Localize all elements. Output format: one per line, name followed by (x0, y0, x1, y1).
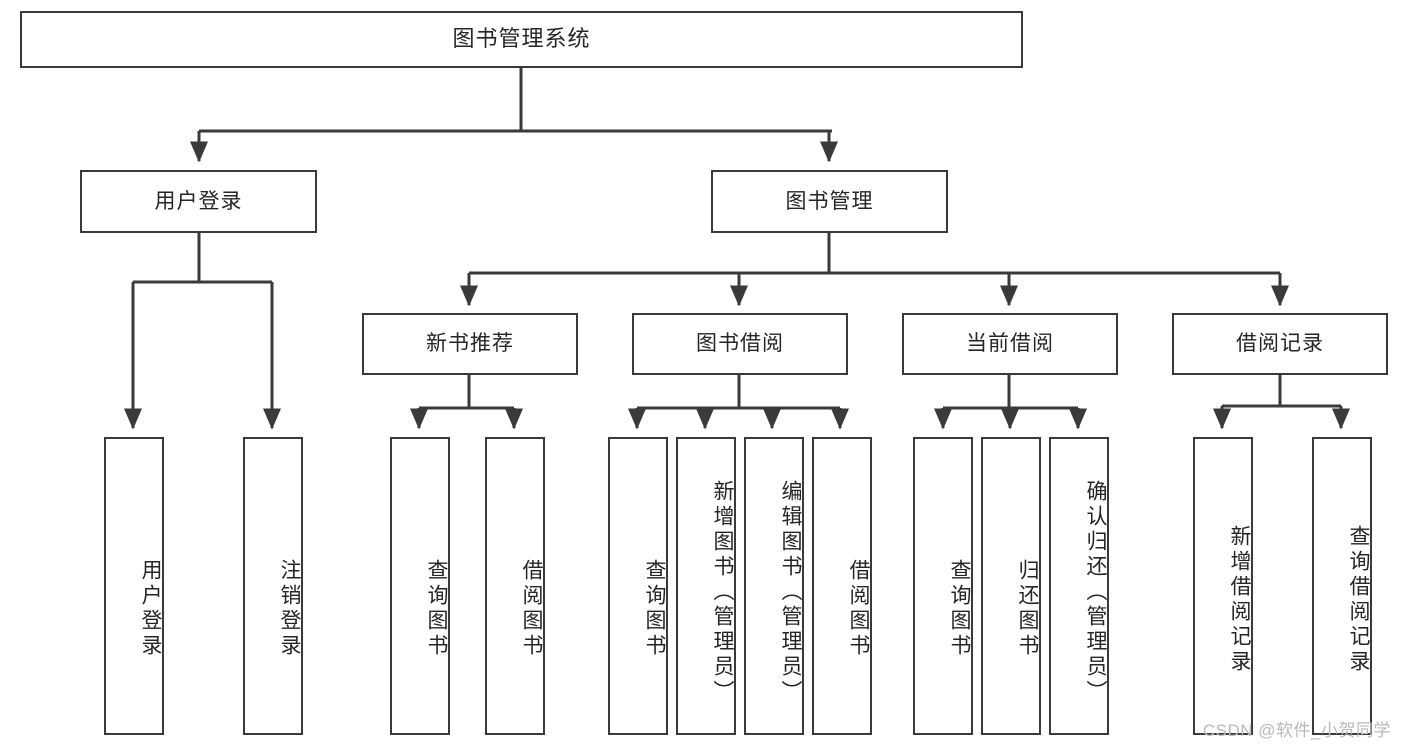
node-label: 归还图书 (1016, 559, 1039, 659)
node-label: 编辑图书（管理员） (779, 479, 802, 705)
node-label: 图书借阅 (696, 332, 784, 356)
node-label: 借阅图书 (520, 559, 543, 659)
leaf-current-borrow-return[interactable]: 归还图书 (981, 437, 1041, 735)
node-label: 新书推荐 (426, 332, 514, 356)
node-label: 用户登录 (139, 559, 162, 659)
leaf-book-borrow-query[interactable]: 查询图书 (608, 437, 668, 735)
leaf-user-login-login[interactable]: 用户登录 (104, 437, 164, 735)
node-borrow-record[interactable]: 借阅记录 (1172, 313, 1388, 375)
node-label: 查询图书 (643, 559, 666, 659)
node-book-borrow[interactable]: 图书借阅 (632, 313, 848, 375)
node-root-system[interactable]: 图书管理系统 (20, 11, 1023, 68)
leaf-book-borrow-add[interactable]: 新增图书（管理员） (676, 437, 736, 735)
node-label: 确认归还（管理员） (1084, 479, 1107, 705)
node-label: 图书管理系统 (452, 26, 591, 52)
node-label: 查询借阅记录 (1347, 525, 1370, 675)
leaf-borrow-record-query[interactable]: 查询借阅记录 (1312, 437, 1372, 735)
node-book-management[interactable]: 图书管理 (711, 170, 948, 233)
node-label: 新增借阅记录 (1228, 525, 1251, 675)
leaf-new-book-borrow[interactable]: 借阅图书 (485, 437, 545, 735)
node-current-borrow[interactable]: 当前借阅 (902, 313, 1118, 375)
leaf-new-book-query[interactable]: 查询图书 (390, 437, 450, 735)
csdn-watermark: CSDN @软件_小贺同学 (1202, 721, 1391, 740)
node-new-book-recommend[interactable]: 新书推荐 (362, 313, 578, 375)
leaf-current-borrow-confirm-return[interactable]: 确认归还（管理员） (1049, 437, 1109, 735)
node-label: 新增图书（管理员） (711, 479, 734, 705)
node-label: 用户登录 (154, 189, 243, 213)
leaf-user-login-logout[interactable]: 注销登录 (243, 437, 303, 735)
leaf-book-borrow-edit[interactable]: 编辑图书（管理员） (744, 437, 804, 735)
node-label: 借阅记录 (1236, 332, 1324, 356)
node-label: 当前借阅 (966, 332, 1054, 356)
node-label: 查询图书 (425, 559, 448, 659)
leaf-borrow-record-add[interactable]: 新增借阅记录 (1193, 437, 1253, 735)
node-label: 图书管理 (785, 189, 874, 213)
leaf-current-borrow-query[interactable]: 查询图书 (913, 437, 973, 735)
node-user-login[interactable]: 用户登录 (80, 170, 317, 233)
node-label: 查询图书 (948, 559, 971, 659)
node-label: 注销登录 (278, 559, 301, 659)
leaf-book-borrow-borrow[interactable]: 借阅图书 (812, 437, 872, 735)
node-label: 借阅图书 (847, 559, 870, 659)
